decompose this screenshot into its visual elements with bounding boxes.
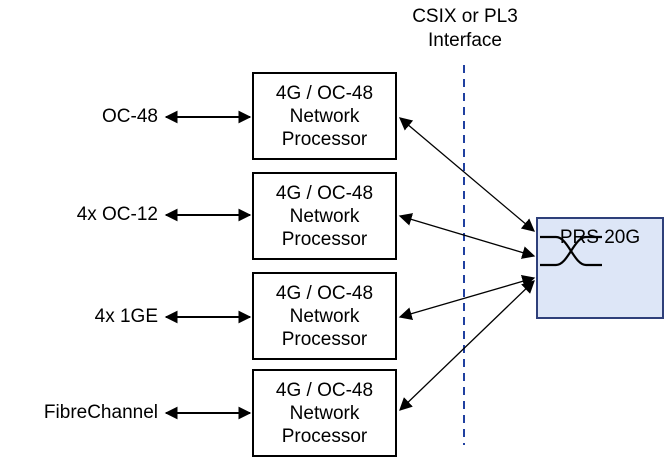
switch-link-1: [399, 117, 535, 232]
interface-label-line1: CSIX or PL3: [412, 6, 518, 27]
processor-line2: Network: [289, 205, 360, 227]
interface-label-line2: Interface: [428, 30, 502, 51]
processor-line2: Network: [289, 402, 360, 424]
network-processor-box: 4G / OC-48 Network Processor: [252, 72, 397, 160]
processor-title: 4G / OC-48: [275, 379, 374, 401]
port-label-oc48: OC-48: [102, 106, 158, 127]
switch-link-2: [398, 213, 536, 259]
processor-line3: Processor: [281, 228, 368, 250]
switch-fabric-box: PRS 20G: [536, 217, 664, 319]
network-processor-box: 4G / OC-48 Network Processor: [252, 272, 397, 360]
processor-title: 4G / OC-48: [275, 182, 374, 204]
processor-line3: Processor: [281, 425, 368, 447]
switch-link-3: [398, 275, 536, 320]
network-processor-box: 4G / OC-48 Network Processor: [252, 369, 397, 457]
processor-title: 4G / OC-48: [275, 282, 374, 304]
processor-line2: Network: [289, 105, 360, 127]
switch-link-4: [399, 280, 535, 411]
port-label-fibrechannel: FibreChannel: [43, 402, 158, 423]
network-processor-box: 4G / OC-48 Network Processor: [252, 172, 397, 260]
crossbar-switch-icon: [540, 235, 602, 267]
processor-line3: Processor: [281, 128, 368, 150]
port-label-4x-1ge: 4x 1GE: [94, 306, 158, 327]
interface-label: CSIX or PL3 Interface: [355, 5, 575, 53]
processor-title: 4G / OC-48: [275, 82, 374, 104]
port-label-4x-oc12: 4x OC-12: [76, 204, 158, 225]
processor-line2: Network: [289, 305, 360, 327]
processor-line3: Processor: [281, 328, 368, 350]
